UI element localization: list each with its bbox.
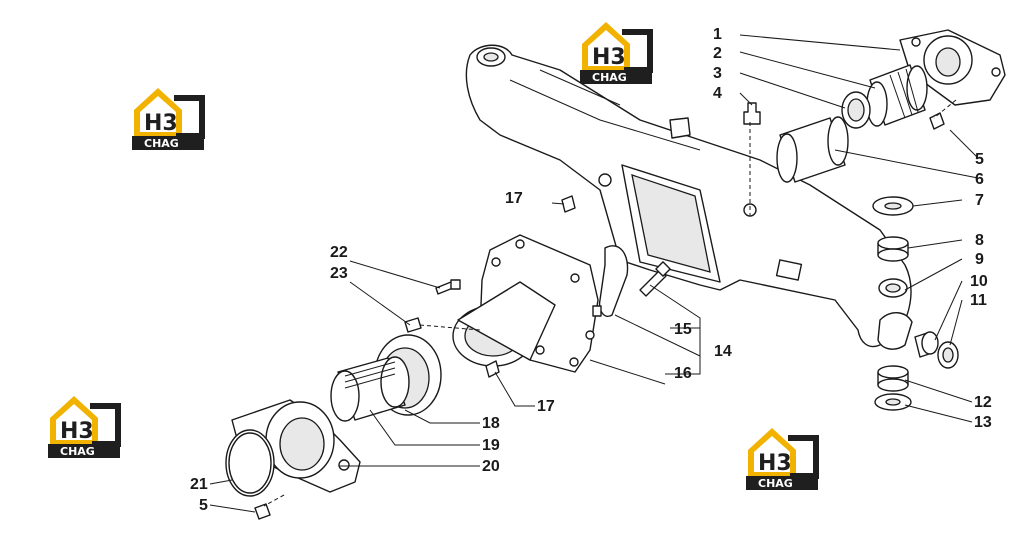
callout-4: 4 [713, 85, 722, 102]
washer-13 [874, 393, 912, 411]
logo-watermark: H3 CHAG [580, 22, 652, 84]
callout-20: 20 [482, 458, 500, 475]
callout-5-top: 5 [975, 151, 984, 168]
logo-watermark: H3 CHAG [132, 88, 204, 150]
callout-2: 2 [713, 45, 722, 62]
svg-text:CHAG: CHAG [758, 477, 793, 490]
washer-7 [872, 196, 914, 216]
callout-14: 14 [714, 343, 732, 360]
callout-13: 13 [974, 414, 992, 431]
top-ring [841, 91, 871, 129]
callout-22: 22 [330, 244, 348, 261]
callout-3: 3 [713, 65, 722, 82]
svg-text:H3: H3 [592, 45, 626, 70]
callout-7: 7 [975, 192, 984, 209]
screw-plug-5-top [929, 112, 945, 130]
callout-8: 8 [975, 232, 984, 249]
bolt-15 [639, 261, 671, 297]
callout-5-bottom: 5 [199, 497, 208, 514]
callout-1: 1 [713, 26, 722, 43]
callout-12: 12 [974, 394, 992, 411]
hub-flange [452, 234, 599, 373]
callout-11: 11 [970, 292, 987, 309]
hidden-lines [263, 99, 957, 507]
pivot-sleeve [776, 116, 849, 183]
axle-housing [465, 44, 913, 350]
callout-21: 21 [190, 476, 208, 493]
bushing-8 [877, 236, 909, 262]
callout-6: 6 [975, 171, 984, 188]
callout-10: 10 [970, 273, 988, 290]
pin-23 [404, 317, 422, 333]
grease-fitting-top [743, 102, 761, 125]
lower-support-20 [231, 399, 361, 493]
callout-17-upper: 17 [505, 190, 523, 207]
bushing-10 [914, 331, 939, 358]
callout-18: 18 [482, 415, 500, 432]
leader-lines [209, 34, 979, 513]
half-bushing-14 [598, 245, 629, 317]
pin-16 [592, 305, 602, 317]
callout-23: 23 [330, 265, 348, 282]
callout-15: 15 [674, 321, 692, 338]
screw-plug-5-bottom [254, 503, 271, 520]
top-bushing [866, 64, 928, 127]
svg-text:CHAG: CHAG [60, 445, 95, 458]
logo-watermark: H3 CHAG [746, 428, 818, 490]
logo-watermark: H3 CHAG [48, 396, 120, 458]
callout-16: 16 [674, 365, 692, 382]
o-ring-21 [225, 429, 275, 497]
callout-17-lower: 17 [537, 398, 555, 415]
callout-labels: 1 2 3 4 5 6 7 8 9 10 11 12 13 14 15 16 1… [190, 26, 992, 514]
bolt-22 [435, 279, 461, 295]
svg-text:H3: H3 [758, 451, 792, 476]
callout-19: 19 [482, 437, 500, 454]
svg-text:CHAG: CHAG [592, 71, 627, 84]
plug-17-left [561, 195, 576, 213]
bushing-12 [877, 365, 909, 392]
svg-text:CHAG: CHAG [144, 137, 179, 150]
svg-text:H3: H3 [144, 111, 178, 136]
bearing-bushing-19 [330, 356, 410, 422]
seal-11 [937, 341, 959, 369]
svg-text:H3: H3 [60, 419, 94, 444]
callout-9: 9 [975, 251, 984, 268]
